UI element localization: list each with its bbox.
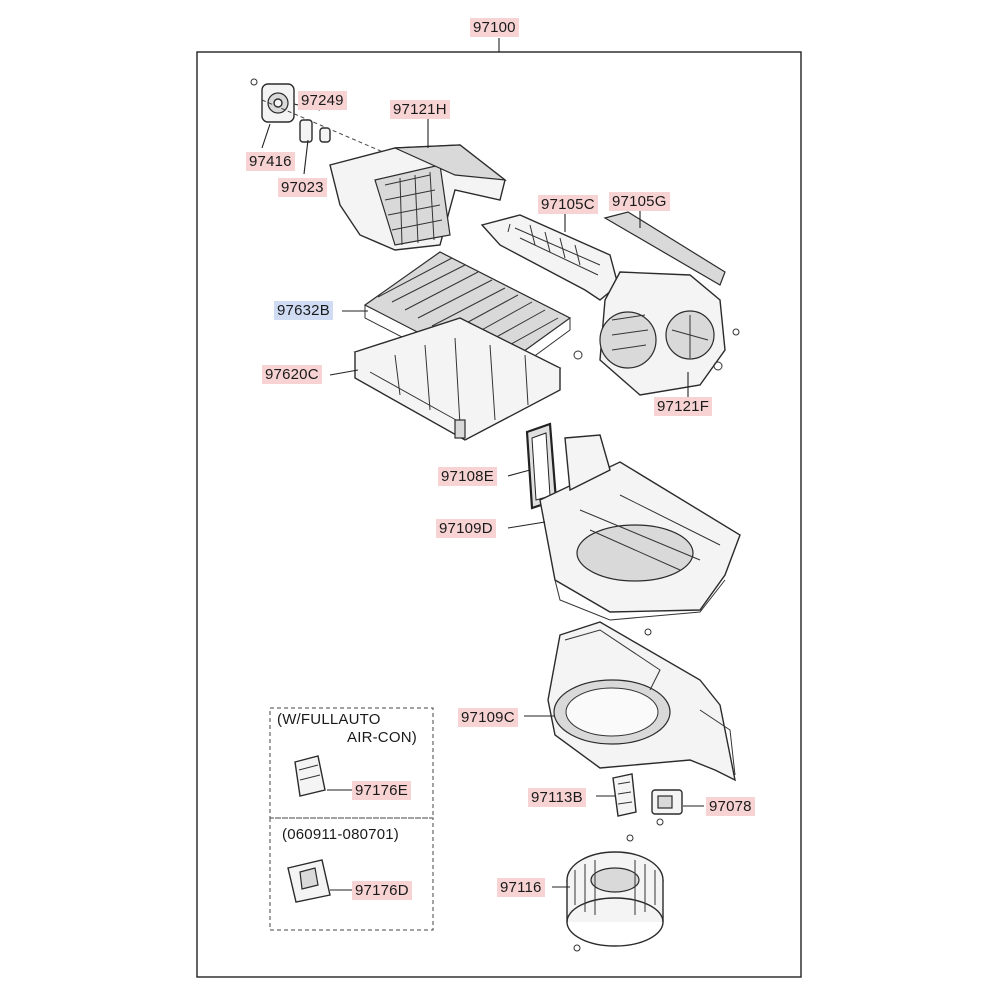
blower-case-lower-art — [547, 621, 736, 782]
part-label-97113b[interactable]: 97113B — [528, 788, 586, 807]
part-label-97249[interactable]: 97249 — [298, 91, 347, 110]
door-97105g-art — [603, 211, 726, 286]
part-label-97176d[interactable]: 97176D — [352, 881, 412, 900]
part-label-97105c[interactable]: 97105C — [538, 195, 598, 214]
part-label-97416[interactable]: 97416 — [246, 152, 295, 171]
intake-case-upper-art — [329, 144, 508, 251]
part-label-97620c[interactable]: 97620C — [262, 365, 322, 384]
option-caption-fullauto-line1: (W/FULLAUTO — [277, 711, 381, 728]
option-box-fullauto — [269, 707, 434, 819]
part-label-97023[interactable]: 97023 — [278, 178, 327, 197]
actuator-97078-art — [651, 789, 683, 826]
part-label-97121f[interactable]: 97121F — [654, 397, 713, 416]
part-label-97109c[interactable]: 97109C — [458, 708, 518, 727]
resistor-97176d-art — [287, 859, 331, 903]
option-caption-date-range: (060911-080701) — [282, 826, 399, 843]
part-label-97100[interactable]: 97100 — [470, 18, 519, 37]
filter-frame-art — [353, 317, 562, 441]
part-label-97078[interactable]: 97078 — [706, 797, 755, 816]
option-caption-fullauto-line2: AIR-CON) — [347, 729, 417, 746]
part-label-97108e[interactable]: 97108E — [438, 467, 497, 486]
option-box-date — [269, 817, 434, 931]
intake-case-97121f-art — [573, 271, 740, 396]
resistor-97176e-art — [294, 755, 326, 797]
door-97105c-art — [480, 214, 619, 301]
resistor-art — [612, 773, 637, 842]
actuator-part-art — [250, 78, 391, 156]
blower-case-upper-art — [539, 434, 741, 636]
part-label-97176e[interactable]: 97176E — [352, 781, 411, 800]
part-label-97109d[interactable]: 97109D — [436, 519, 496, 538]
part-label-97116[interactable]: 97116 — [497, 878, 545, 897]
part-label-97121h[interactable]: 97121H — [390, 100, 450, 119]
part-label-97105g[interactable]: 97105G — [609, 192, 670, 211]
blower-motor-art — [566, 851, 664, 952]
part-label-97632b[interactable]: 97632B — [274, 301, 333, 320]
